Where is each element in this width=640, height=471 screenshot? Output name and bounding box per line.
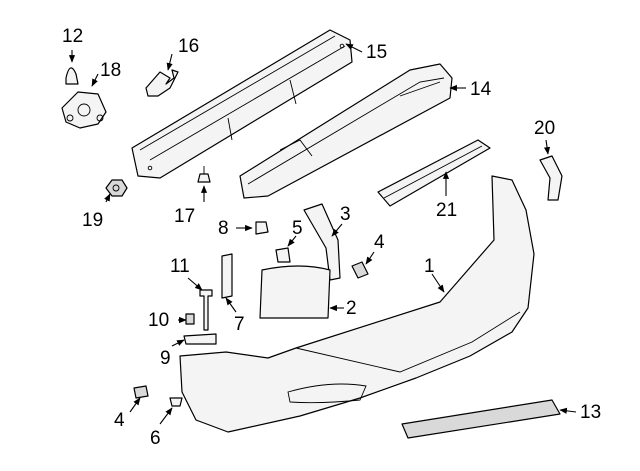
callout-15: 15 <box>366 42 387 63</box>
callout-14: 14 <box>470 79 492 100</box>
callout-17: 17 <box>174 206 195 227</box>
callout-4-upper: 4 <box>374 232 385 253</box>
screw-11 <box>199 289 213 331</box>
guide-bracket <box>303 203 341 281</box>
nut-19 <box>105 179 128 197</box>
callout-5: 5 <box>292 218 303 239</box>
side-bracket <box>539 155 563 201</box>
bumper-cover <box>179 175 535 433</box>
clip-5 <box>275 247 291 263</box>
bracket-16 <box>145 69 179 97</box>
clip-17 <box>197 166 211 183</box>
callout-21: 21 <box>436 200 457 221</box>
bolt-8 <box>255 221 269 235</box>
callout-16: 16 <box>178 36 199 57</box>
callout-7: 7 <box>234 314 245 335</box>
callout-9: 9 <box>160 348 171 369</box>
reflector-strip <box>401 399 561 439</box>
lamp-socket <box>61 91 107 129</box>
callout-8: 8 <box>218 218 229 239</box>
callout-11: 11 <box>170 256 190 277</box>
callout-12: 12 <box>62 26 83 47</box>
callout-4-lower: 4 <box>114 410 125 431</box>
callout-18: 18 <box>100 60 121 81</box>
bracket-9 <box>183 333 217 345</box>
clip-6 <box>169 397 183 407</box>
leader-lines <box>68 43 577 425</box>
callout-6: 6 <box>150 428 161 449</box>
bolt-4-lower <box>133 385 149 399</box>
support-strip <box>377 139 491 207</box>
retainer-strip <box>221 253 233 299</box>
callout-2: 2 <box>346 298 357 319</box>
callout-1: 1 <box>424 256 435 277</box>
callout-10: 10 <box>148 310 169 331</box>
cover-panel <box>259 265 331 319</box>
callout-3: 3 <box>340 204 351 225</box>
reinforcement-beam <box>131 29 353 179</box>
bolt-4-upper <box>351 261 369 279</box>
bulb <box>65 67 79 85</box>
callout-13: 13 <box>580 402 601 423</box>
nut-10 <box>185 313 195 325</box>
callout-19: 19 <box>82 210 103 231</box>
callout-labels: 12 18 16 15 14 20 21 19 17 8 5 3 4 1 2 7… <box>62 26 601 449</box>
callout-20: 20 <box>534 118 555 139</box>
